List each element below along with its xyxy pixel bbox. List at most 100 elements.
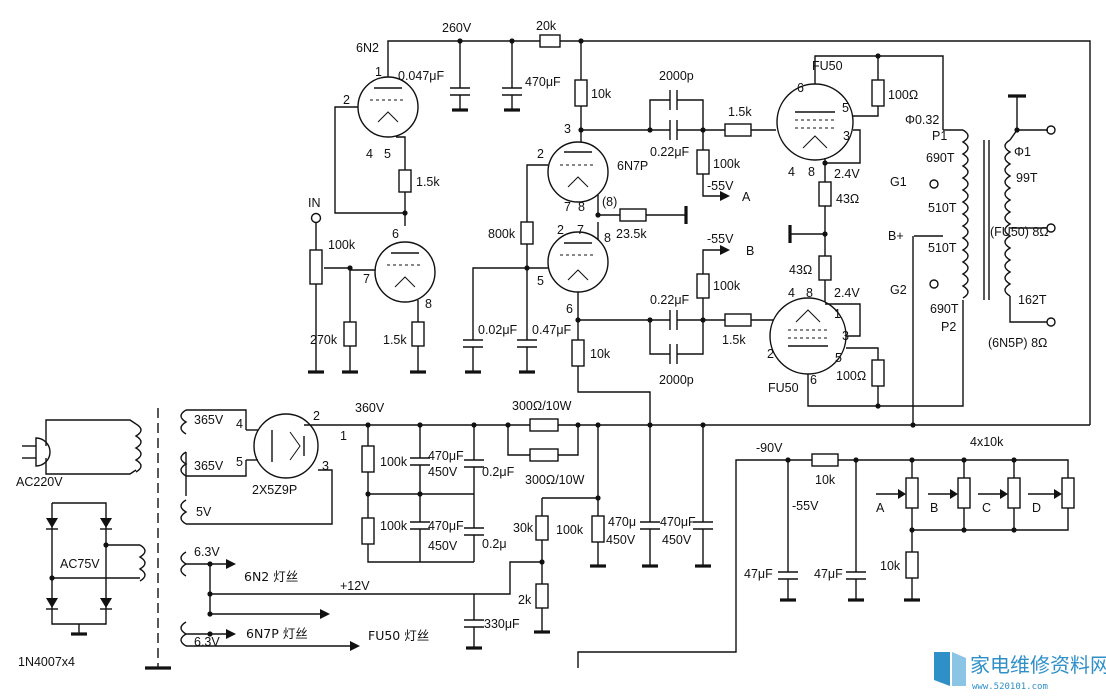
p2-label: P2 xyxy=(941,320,956,334)
t690b-label: 690T xyxy=(930,302,959,316)
s5v-label: 5V xyxy=(196,505,212,519)
b-plus-rail: 260V 20k 0.047μF 470μF xyxy=(387,19,1091,425)
b260-label: 260V xyxy=(442,21,472,35)
c2000b-label: 2000p xyxy=(659,373,694,387)
pin-label: 4 xyxy=(366,147,373,161)
t510a-label: 510T xyxy=(928,201,957,215)
pin-label: 5 xyxy=(835,351,842,365)
pin-label: 3 xyxy=(842,329,849,343)
c47a-label: 47μF xyxy=(744,567,773,581)
pin-label: 5 xyxy=(842,101,849,115)
c470-450a-label: 470μF xyxy=(428,449,464,463)
pin-label: 6 xyxy=(797,81,804,95)
c470-label: 470μF xyxy=(525,75,561,89)
s63a-label: 6.3V xyxy=(194,545,220,559)
r2k-label: 2k xyxy=(518,593,532,607)
pot-b-label: B xyxy=(930,501,938,515)
pin-label: 7 xyxy=(564,200,571,214)
b360-label: 360V xyxy=(355,401,385,415)
r100k-b-label: 100k xyxy=(713,279,741,293)
pin-label: 8 xyxy=(578,200,585,214)
r270k-label: 270k xyxy=(310,333,338,347)
tube-6n7p-label: 6N7P xyxy=(617,159,648,173)
r10k-b-label: 10k xyxy=(590,347,611,361)
r43b-label: 43Ω xyxy=(789,263,812,277)
c047b-label: 0.47μF xyxy=(532,323,572,337)
pin-label: 6 xyxy=(566,302,573,316)
n5p-8-label: (6N5P) 8Ω xyxy=(988,336,1047,350)
pin-label: 5 xyxy=(384,147,391,161)
r100k-vol-label: 100k xyxy=(328,238,356,252)
c330-label: 330μF xyxy=(484,617,520,631)
fu50-8-label: (FU50) 8Ω xyxy=(990,225,1049,239)
r20k-label: 20k xyxy=(536,19,557,33)
wire1-label: Φ0.32 xyxy=(905,113,939,127)
rect-tube-label: 2X5Z9P xyxy=(252,483,297,497)
fil3-label: FU50 灯丝 xyxy=(368,628,429,643)
neg55a-label: -55V xyxy=(707,179,734,193)
pin-label: 4 xyxy=(788,165,795,179)
r10k-d-label: 10k xyxy=(880,559,901,573)
r1k5d-label: 1.5k xyxy=(722,333,746,347)
r1k5b-label: 1.5k xyxy=(383,333,407,347)
neg55b-label: -55V xyxy=(707,232,734,246)
bplus-label: B+ xyxy=(888,229,904,243)
r100k-d-label: 100k xyxy=(380,519,408,533)
ac75-label: AC75V xyxy=(60,557,100,571)
pin-label: 4 xyxy=(236,417,243,431)
pin-label: (8) xyxy=(602,195,617,209)
t690a-label: 690T xyxy=(926,151,955,165)
c450a-label: 450V xyxy=(428,465,458,479)
pin-label: 8 xyxy=(808,165,815,179)
c022b-label: 0.22μF xyxy=(650,293,690,307)
c02b-label: 0.2μ xyxy=(482,537,507,551)
c450b-label: 450V xyxy=(428,539,458,553)
neg55c-label: -55V xyxy=(792,499,819,513)
upper-coupling: 2000p 0.22μF 100k -55V A 1.5k xyxy=(581,69,776,204)
tube-fu50-upper-label: FU50 xyxy=(812,59,843,73)
pin-label: 2 xyxy=(557,223,564,237)
pin-label: 3 xyxy=(843,129,850,143)
pin-label: 4 xyxy=(788,286,795,300)
r100a-label: 100Ω xyxy=(888,88,918,102)
r100k-a-label: 100k xyxy=(713,157,741,171)
pin-label: 1 xyxy=(375,65,382,79)
g2-label: G2 xyxy=(890,283,907,297)
pin-label: 6 xyxy=(392,227,399,241)
c450c-label: 450V xyxy=(606,533,636,547)
pin-label: 2 xyxy=(537,147,544,161)
power-supply: AC220V AC75V 1N4007x4 365V 365V 5V xyxy=(16,236,1090,670)
c02a-label: 0.2μF xyxy=(482,465,515,479)
t162-label: 162T xyxy=(1018,293,1047,307)
c470c-label: 470μ xyxy=(608,515,636,529)
wire2-label: Φ1 xyxy=(1014,145,1031,159)
s365b-label: 365V xyxy=(194,459,224,473)
r23k5-label: 23.5k xyxy=(616,227,647,241)
r100k-e-label: 100k xyxy=(556,523,584,537)
pot-d-label: D xyxy=(1032,501,1041,515)
diodes-label: 1N4007x4 xyxy=(18,655,75,669)
lower-coupling: 0.22μF 2000p 100k -55V B 1.5k xyxy=(578,232,790,387)
pin-label: 3 xyxy=(322,459,329,473)
r300b-label: 300Ω/10W xyxy=(525,473,585,487)
neg90-label: -90V xyxy=(756,441,783,455)
pin-label: 3 xyxy=(564,122,571,136)
pin-label: 7 xyxy=(363,272,370,286)
v24a-label: 2.4V xyxy=(834,167,860,181)
c450d-label: 450V xyxy=(662,533,692,547)
r300a-label: 300Ω/10W xyxy=(512,399,572,413)
pin-label: 2 xyxy=(313,409,320,423)
c022a-label: 0.22μF xyxy=(650,145,690,159)
input-volume: IN 100k 270k xyxy=(308,196,358,374)
fil1-label: 6N2 灯丝 xyxy=(244,569,298,584)
v24b-label: 2.4V xyxy=(834,286,860,300)
pin-label: 2 xyxy=(767,347,774,361)
s365a-label: 365V xyxy=(194,413,224,427)
s63b-label: 6.3V xyxy=(194,635,220,649)
r1k5c-label: 1.5k xyxy=(728,105,752,119)
p12-label: +12V xyxy=(340,579,370,593)
r4x10k-label: 4x10k xyxy=(970,435,1004,449)
t510b-label: 510T xyxy=(928,241,957,255)
pin-label: 1 xyxy=(340,429,347,443)
